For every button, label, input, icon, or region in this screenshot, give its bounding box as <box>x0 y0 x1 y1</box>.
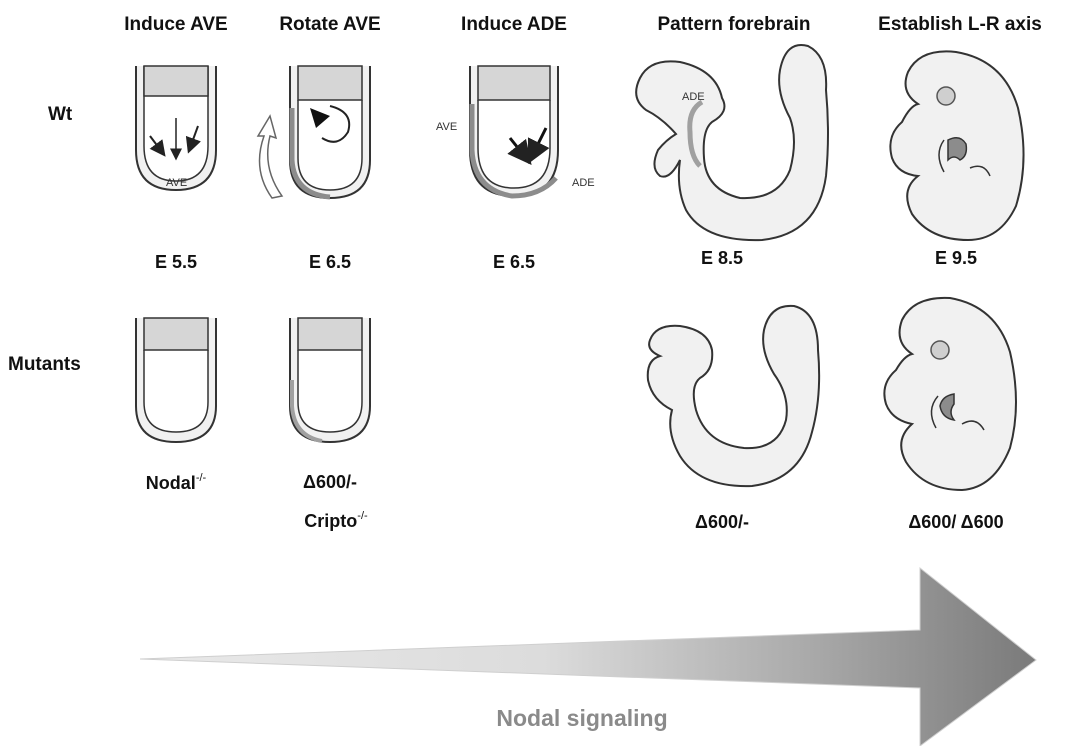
egg-cylinder-e65-ade: AVE ADE <box>436 66 595 196</box>
embryo-lr-mutant <box>884 298 1016 490</box>
egg-cylinder-e55-wt: AVE <box>136 66 216 190</box>
egg-cylinder-nodal-mutant <box>136 318 216 442</box>
embryo-e95-wt <box>890 51 1023 240</box>
inline-label-ade: ADE <box>572 177 595 189</box>
inline-label-ave: AVE <box>436 121 457 133</box>
egg-cylinder-d600-mutant <box>290 318 370 442</box>
embryo-e85-wt: ADE <box>636 45 828 240</box>
egg-cylinder-e65-wt <box>258 66 370 198</box>
inline-label-ade: ADE <box>682 91 705 103</box>
inline-label-ave: AVE <box>166 177 187 189</box>
embryo-forebrain-mutant <box>648 306 819 486</box>
arrow-label: Nodal signaling <box>496 705 667 732</box>
